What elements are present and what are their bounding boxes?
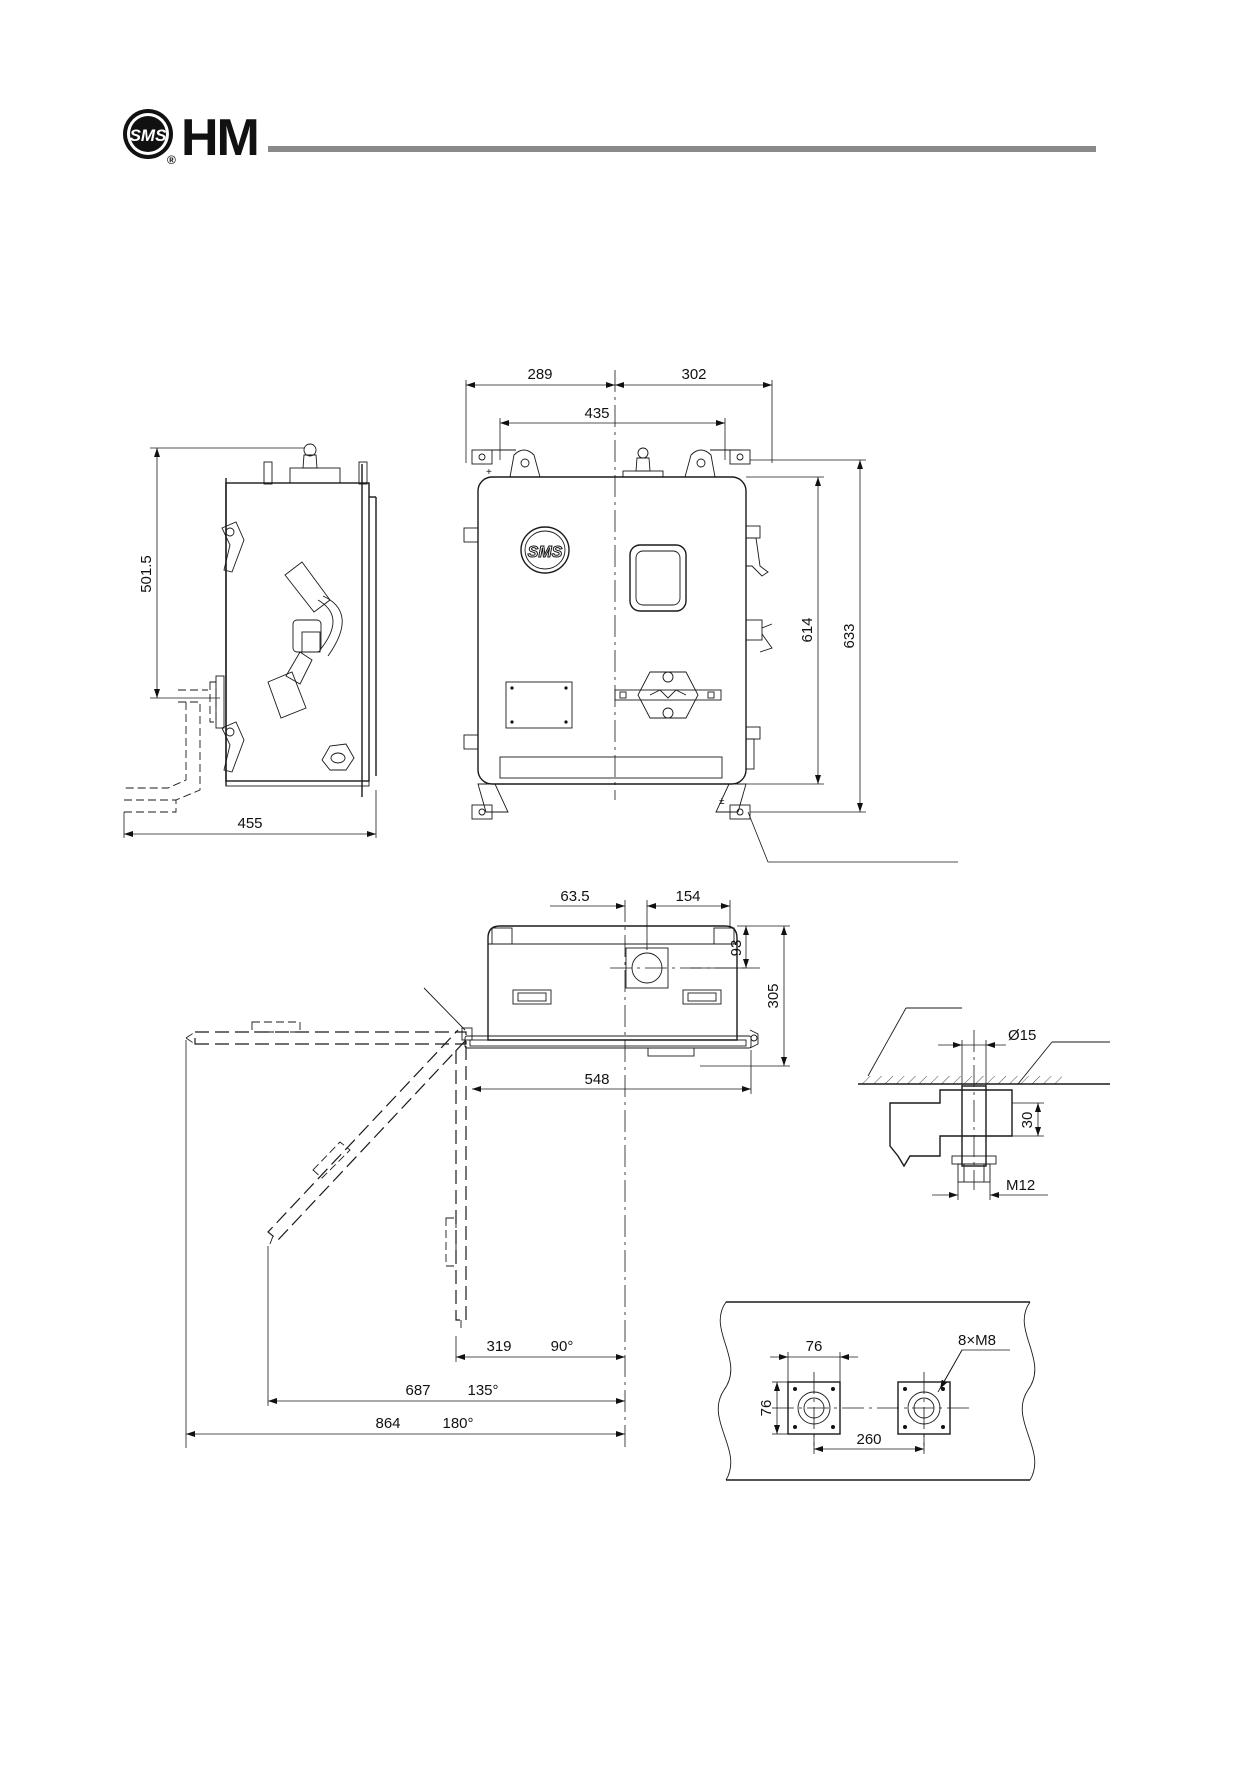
- enclosure-top: [487, 925, 738, 1041]
- top-view-dims: 63.5 154 93 305 548 319 90° 687 135° 864…: [185, 888, 790, 1448]
- swing-180-angle: 180°: [442, 1415, 473, 1432]
- pad-spacing-dim: 260: [856, 1431, 881, 1448]
- hole-dia-dim: Ø15: [1008, 1027, 1036, 1044]
- side-depth-label: 455: [237, 815, 262, 832]
- inner-height-dim: 614: [799, 617, 816, 642]
- hm-wordmark: HM: [181, 109, 258, 167]
- hole-spacing-dim: 435: [584, 405, 609, 422]
- nameplate: [505, 681, 573, 729]
- front-view-dims: 289 302 435 614 633: [465, 366, 958, 863]
- svg-text:+: +: [486, 467, 492, 478]
- outer-height-dim: 633: [841, 623, 858, 648]
- viewing-window: [629, 544, 687, 612]
- swing-90-angle: 90°: [551, 1338, 574, 1355]
- label-strip: [499, 756, 723, 779]
- width-dim: 548: [584, 1071, 609, 1088]
- sms-logo-text: SMS: [130, 126, 168, 145]
- swing-135-dist: 687: [405, 1382, 430, 1399]
- header-rule: [268, 146, 1096, 152]
- brand-header: SMS ® HM: [123, 109, 1096, 167]
- port-dim: 154: [675, 888, 700, 905]
- swing-135-angle: 135°: [467, 1382, 498, 1399]
- front-logo-text: SMS: [528, 544, 563, 561]
- front-left-dim: 289: [527, 366, 552, 383]
- thickness-dim: 30: [1019, 1112, 1036, 1129]
- svg-text:±: ±: [719, 796, 725, 807]
- swing-90-dist: 319: [486, 1338, 511, 1355]
- front-view: SMS + ±: [463, 370, 773, 820]
- total-depth-dim: 305: [765, 983, 782, 1008]
- port-offset-dim: 63.5: [560, 888, 589, 905]
- registered-mark: ®: [167, 153, 176, 167]
- mount-plan-dims: 76 76 8×M8 260: [758, 1332, 1010, 1454]
- side-view: [124, 443, 377, 813]
- mount-plan: [717, 1301, 1036, 1481]
- pad-height-dim: 76: [758, 1400, 775, 1417]
- front-right-dim: 302: [681, 366, 706, 383]
- pad-width-dim: 76: [806, 1338, 823, 1355]
- bolt-count-dim: 8×M8: [958, 1332, 996, 1349]
- swing-180-dist: 864: [375, 1415, 400, 1432]
- port-depth-dim: 93: [728, 940, 745, 957]
- bolt-detail-dims: Ø15 30 M12: [932, 1027, 1048, 1200]
- enclosure-front: [477, 476, 747, 785]
- sms-logo-icon: SMS: [123, 109, 173, 159]
- side-view-dims: 501.5 455: [123, 447, 377, 838]
- side-height-label: 501.5: [138, 555, 155, 593]
- bolt-size-dim: M12: [1006, 1177, 1035, 1194]
- top-view: [185, 900, 760, 1448]
- bolt-detail: [858, 1007, 1110, 1190]
